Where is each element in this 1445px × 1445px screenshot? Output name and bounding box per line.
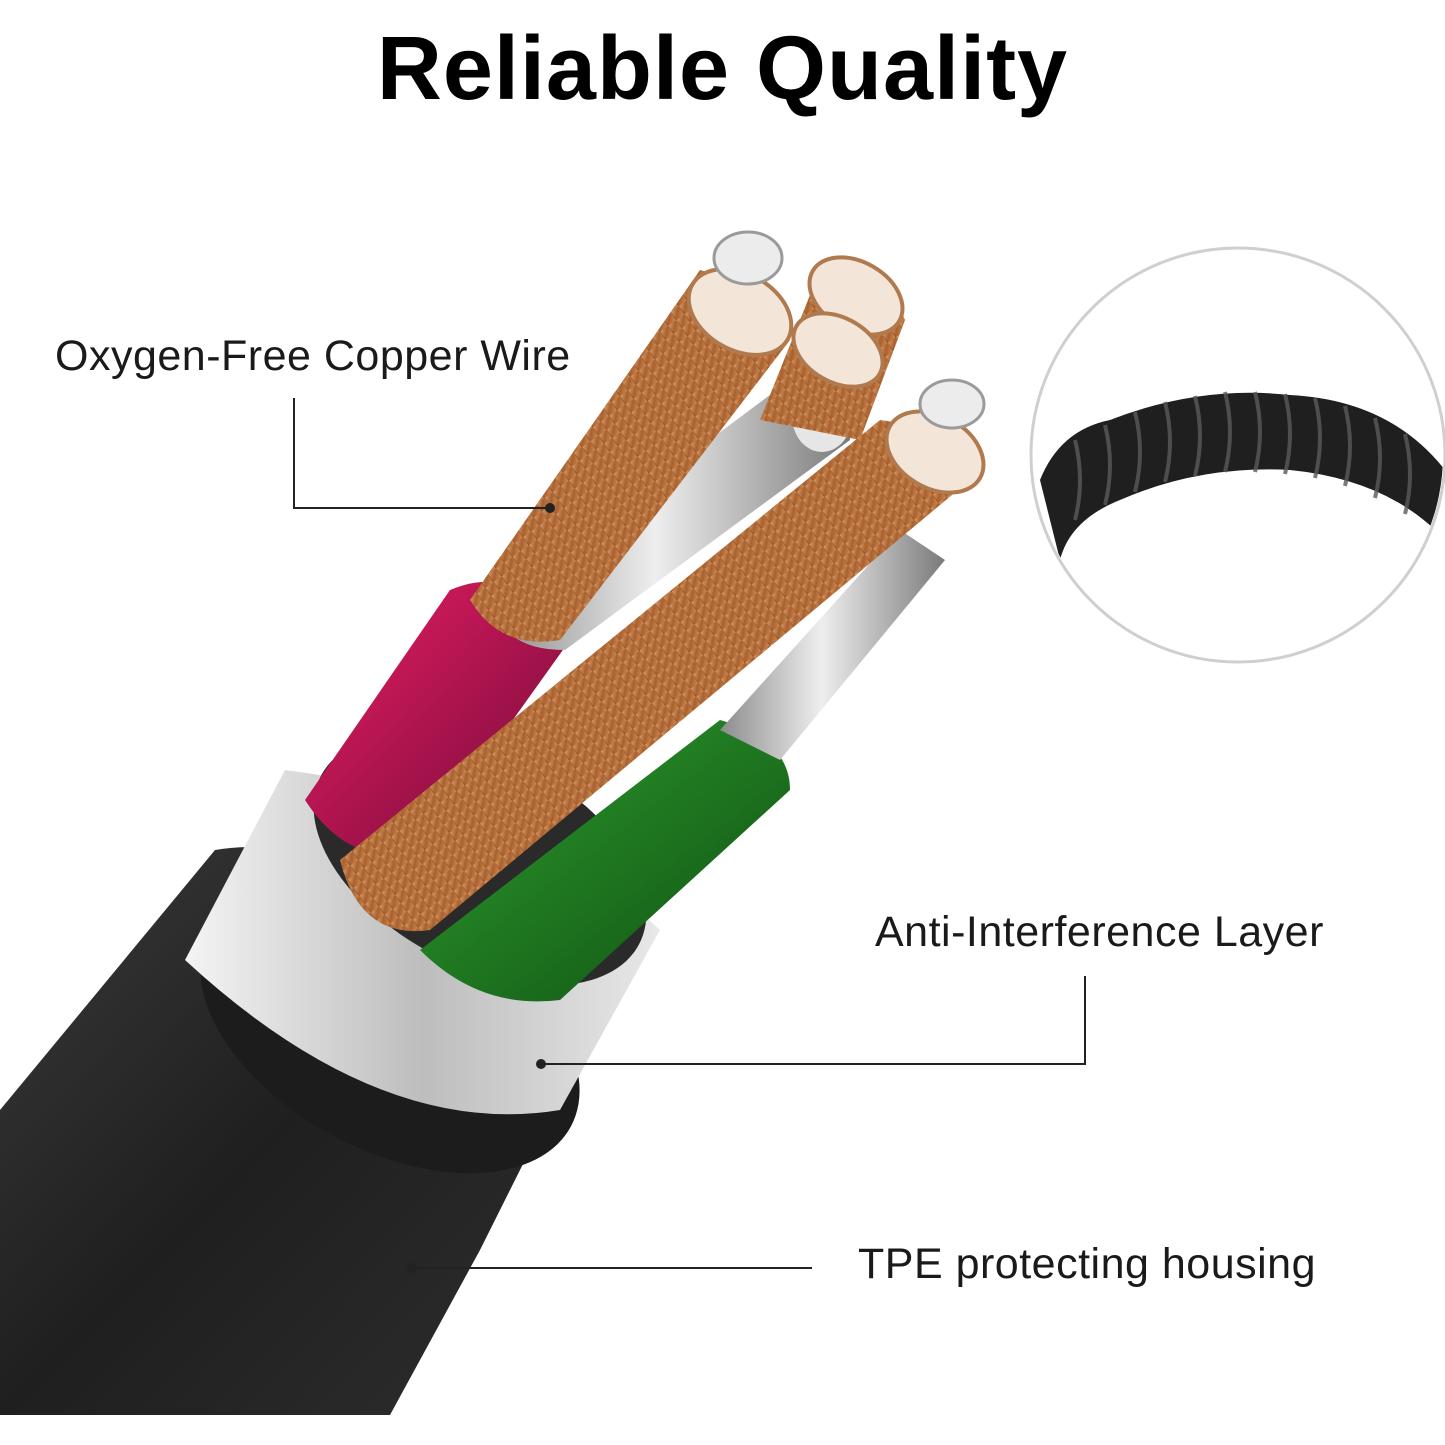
copper-end-face-3 <box>791 311 885 389</box>
copper-wire-label: Oxygen-Free Copper Wire <box>55 332 571 380</box>
green-insulation-shape <box>420 720 790 1002</box>
shield-layer-label: Anti-Interference Layer <box>875 908 1324 956</box>
shield-leader-line <box>541 976 1086 1065</box>
shield-leader-dot <box>536 1059 546 1069</box>
copper-leader-dot <box>545 503 555 513</box>
copper-bundle-main-shape <box>340 420 970 932</box>
housing-leader-dot <box>407 1263 417 1273</box>
red-insulation-shape <box>305 581 570 855</box>
housing-label: TPE protecting housing <box>858 1240 1316 1288</box>
coiled-cable-inset <box>1029 246 1445 664</box>
copper-leader-line <box>293 398 550 509</box>
page-title: Reliable Quality <box>376 19 1069 119</box>
steel-end-face-1 <box>712 230 784 286</box>
green-steel-core-shape <box>720 530 945 760</box>
copper-bundle-left-shape <box>470 270 790 642</box>
steel-end-face-2 <box>918 378 986 430</box>
